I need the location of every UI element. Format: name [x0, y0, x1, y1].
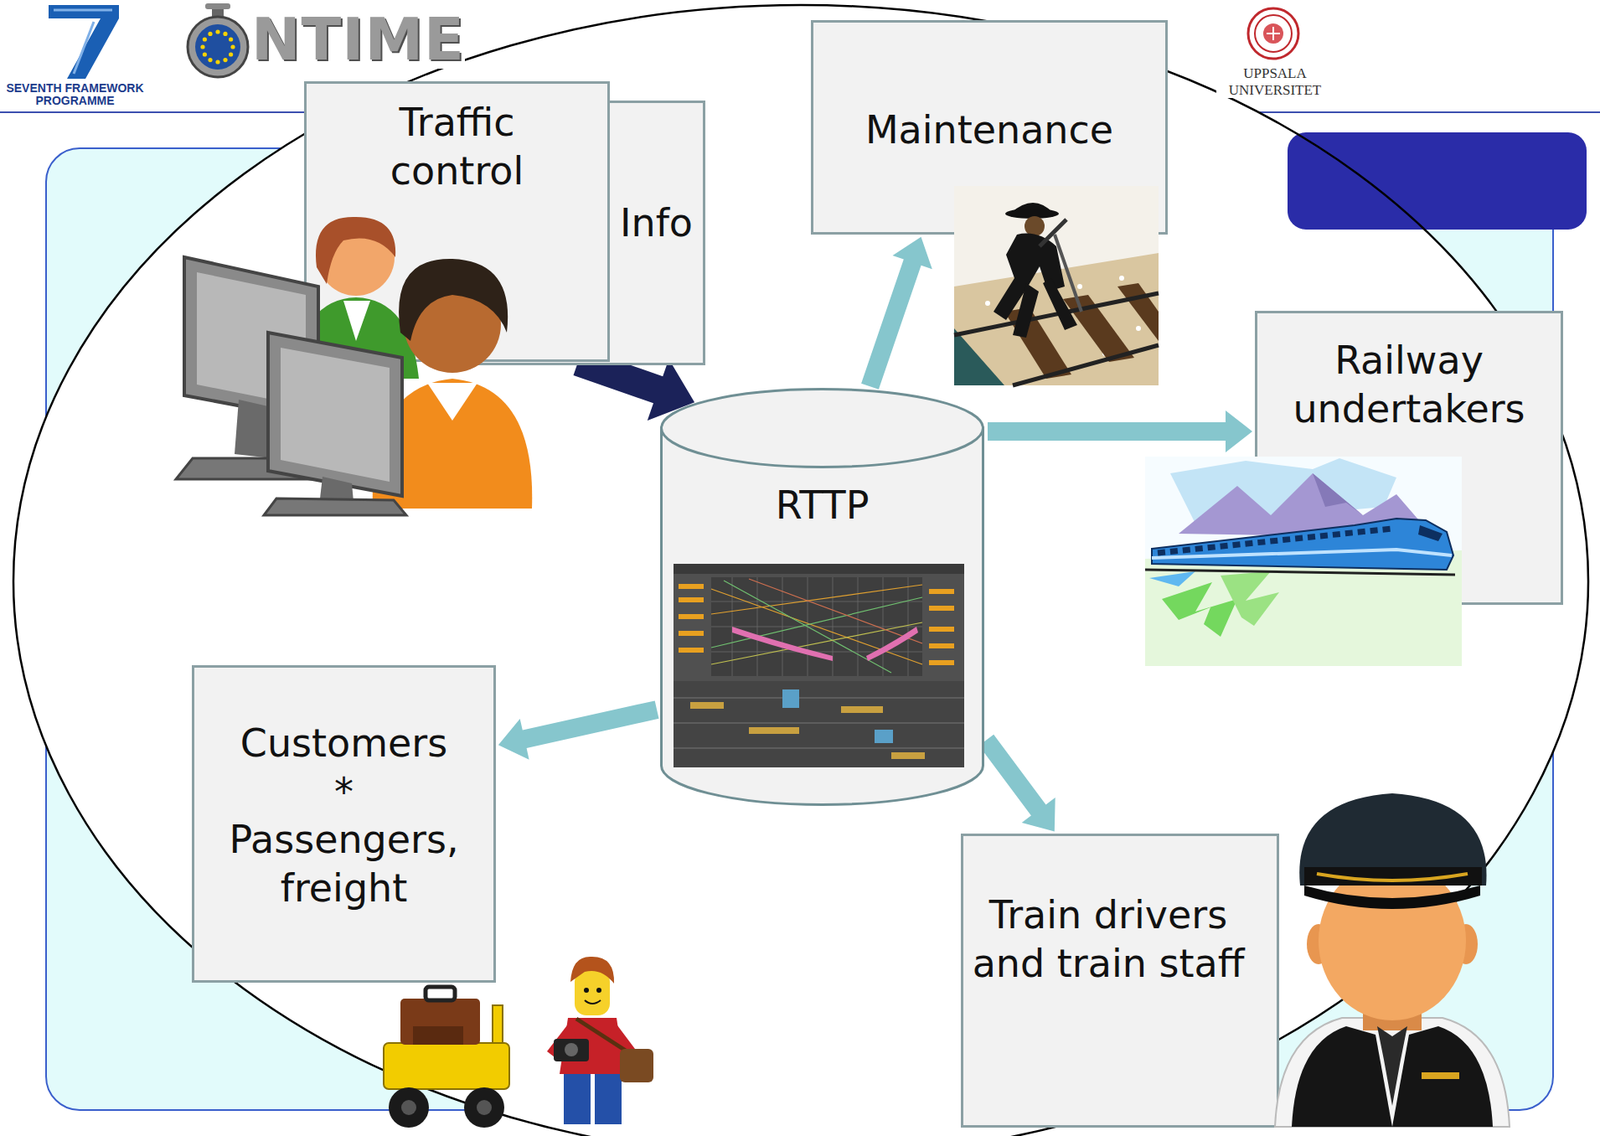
node-label: Maintenance	[823, 106, 1156, 155]
project-logo-text: NTIME	[251, 10, 465, 69]
node-label: RTTP	[670, 481, 975, 531]
node-label: Traffic control	[352, 98, 563, 196]
track-worker-photo	[954, 185, 1159, 386]
flow-arrow	[979, 734, 1056, 832]
flow-arrow	[498, 700, 660, 759]
process-box: Railway undertakers	[1254, 310, 1564, 605]
process-box: Traffic control	[304, 81, 610, 362]
programme-logo-text: SEVENTH FRAMEWORK PROGRAMME	[1, 82, 149, 107]
university-logo-text: UPPSALA UNIVERSITET	[1216, 65, 1334, 99]
node-label: Customers * Passengers, freight	[226, 719, 463, 913]
university-seal	[1248, 8, 1299, 59]
node-label: Railway undertakers	[1267, 336, 1551, 434]
timetable-screenshot	[673, 563, 965, 768]
flow-arrow	[861, 237, 933, 390]
process-box: Train drivers and train staff	[960, 833, 1280, 1128]
system-ellipse	[13, 5, 1589, 1136]
fp7-logo	[48, 5, 119, 79]
process-box: Maintenance	[810, 20, 1168, 235]
title-bar	[1287, 132, 1587, 230]
database-cylinder: RTTP	[660, 387, 985, 806]
train-illustration	[1145, 456, 1462, 666]
train-staff-icon	[1266, 783, 1518, 1127]
ellipse-fill	[13, 5, 1589, 1136]
passenger-figures	[375, 946, 669, 1131]
node-label: Train drivers and train staff	[970, 891, 1247, 988]
process-box: Customers * Passengers, freight	[191, 665, 496, 983]
operators-illustration	[175, 206, 570, 517]
stopwatch-logo	[187, 3, 248, 78]
flow-arrow	[987, 410, 1253, 453]
